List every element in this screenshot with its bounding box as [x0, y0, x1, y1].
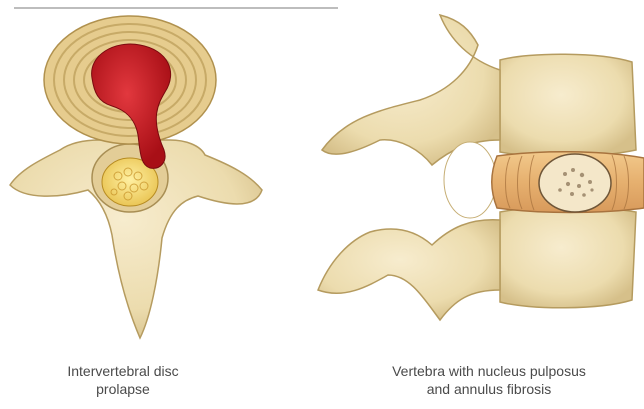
lower-vertebral-body: [500, 208, 636, 308]
left-figure-caption: Intervertebral disc prolapse: [28, 362, 218, 398]
upper-vertebral-body: [500, 54, 636, 156]
lower-posterior-elements: [318, 220, 500, 320]
right-caption-line-1: Vertebra with nucleus pulposus: [336, 362, 642, 380]
prolapse-vertebra-figure: [10, 16, 262, 338]
right-caption-line-2: and annulus fibrosis: [336, 380, 642, 398]
left-caption-line-2: prolapse: [28, 380, 218, 398]
intervertebral-foramen: [444, 142, 496, 218]
vertebra-side-figure: [318, 15, 644, 320]
left-caption-line-1: Intervertebral disc: [28, 362, 218, 380]
nucleus-pulposus: [539, 154, 611, 212]
right-figure-caption: Vertebra with nucleus pulposus and annul…: [336, 362, 642, 398]
